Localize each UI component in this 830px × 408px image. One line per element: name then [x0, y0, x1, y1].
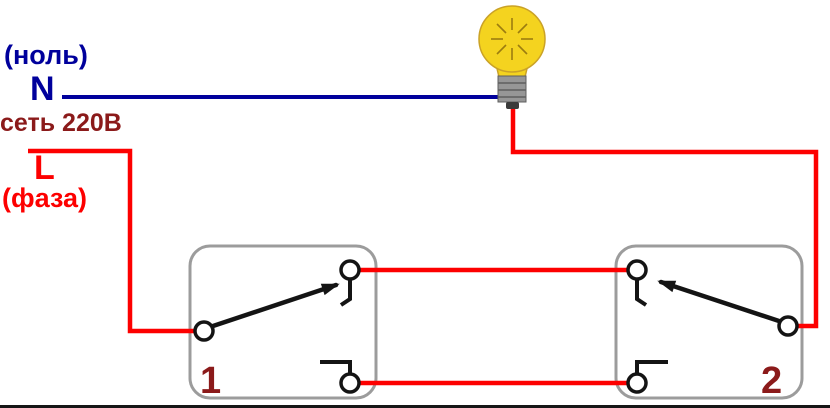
- switch2-top-terminal: [626, 259, 648, 281]
- switch1-top-contact: [339, 280, 352, 307]
- neutral-name-label: (ноль): [4, 40, 88, 70]
- mains-voltage-label: сеть 220В: [0, 109, 122, 137]
- phase-feed-wire: [28, 148, 196, 334]
- phase-name-label: (фаза): [2, 183, 87, 213]
- phase-letter-label: L: [34, 149, 55, 187]
- bulb-glass: [478, 5, 546, 73]
- switch1-lever: [207, 282, 339, 330]
- switch2-bottom-terminal: [626, 372, 648, 394]
- switch2-top-contact: [635, 280, 648, 307]
- switch2-lever: [658, 279, 785, 325]
- light-bulb-icon: [478, 5, 546, 109]
- bulb-rays: [491, 18, 533, 60]
- switch1-bottom-terminal: [339, 372, 361, 394]
- switch2-number-label: 2: [761, 360, 782, 402]
- switch2-common-terminal: [777, 315, 799, 337]
- switch1-number-label: 1: [200, 360, 221, 402]
- switch1-lever-arrow: [320, 283, 340, 296]
- neutral-letter-label: N: [30, 70, 55, 108]
- bulb-contact-tip: [506, 102, 519, 109]
- switch2-bottom-contact: [635, 360, 668, 373]
- switch1-top-terminal: [339, 259, 361, 281]
- bulb-screw-base: [497, 75, 527, 103]
- lamp-phase-wire: [510, 104, 819, 329]
- switch1-common-terminal: [193, 320, 215, 342]
- switch1-bottom-contact: [320, 360, 352, 373]
- switch2-lever-arrow: [657, 280, 677, 293]
